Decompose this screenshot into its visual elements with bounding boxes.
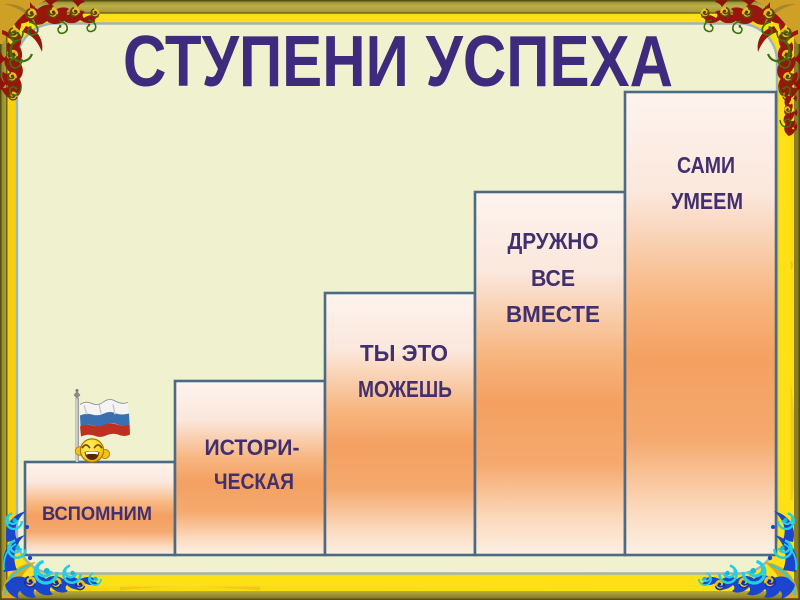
svg-text:ИСТОРИ-: ИСТОРИ- [205,435,300,460]
svg-text:ТЫ ЭТО: ТЫ ЭТО [360,340,448,366]
svg-text:УМЕЕМ: УМЕЕМ [671,188,743,214]
svg-text:СТУПЕНИ УСПЕХА: СТУПЕНИ УСПЕХА [123,21,673,102]
svg-text:ВСЕ: ВСЕ [531,265,575,291]
svg-text:ЧЕСКАЯ: ЧЕСКАЯ [214,469,294,494]
svg-text:САМИ: САМИ [677,152,735,178]
svg-text:ДРУЖНО: ДРУЖНО [508,228,599,254]
svg-text:ВМЕСТЕ: ВМЕСТЕ [506,301,600,327]
svg-text:ВСПОМНИМ: ВСПОМНИМ [42,503,152,525]
svg-text:МОЖЕШЬ: МОЖЕШЬ [358,376,452,402]
